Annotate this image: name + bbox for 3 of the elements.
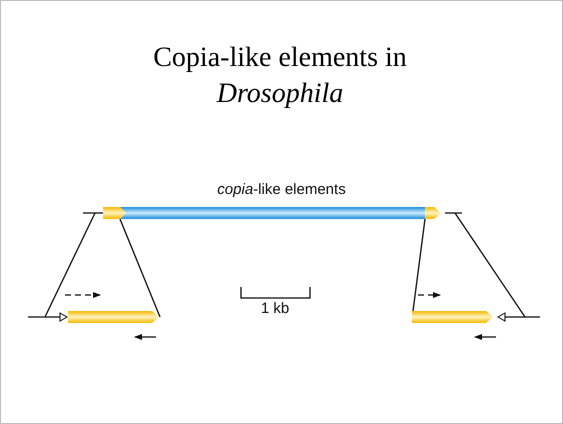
title: Copia-like elements in Drosophila [152,41,408,111]
scale-label: 1 kb [260,300,290,317]
element-label: copia-like elements [216,181,347,198]
